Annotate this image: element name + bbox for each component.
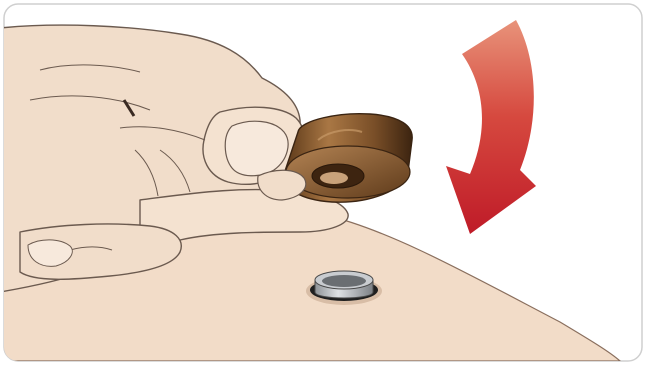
socket xyxy=(306,271,382,305)
